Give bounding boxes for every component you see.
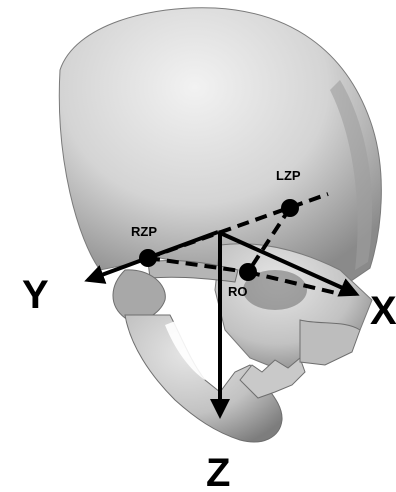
ro-point [239, 263, 257, 281]
y-axis-label: Y [22, 273, 49, 317]
rzp-point [139, 249, 157, 267]
maxilla [300, 320, 360, 365]
z-axis-label: Z [206, 451, 230, 492]
x-axis-label: X [370, 289, 396, 333]
lzp-label: LZP [276, 168, 301, 183]
ro-label: RO [228, 284, 248, 299]
rzp-label: RZP [131, 224, 157, 239]
lzp-point [281, 199, 299, 217]
